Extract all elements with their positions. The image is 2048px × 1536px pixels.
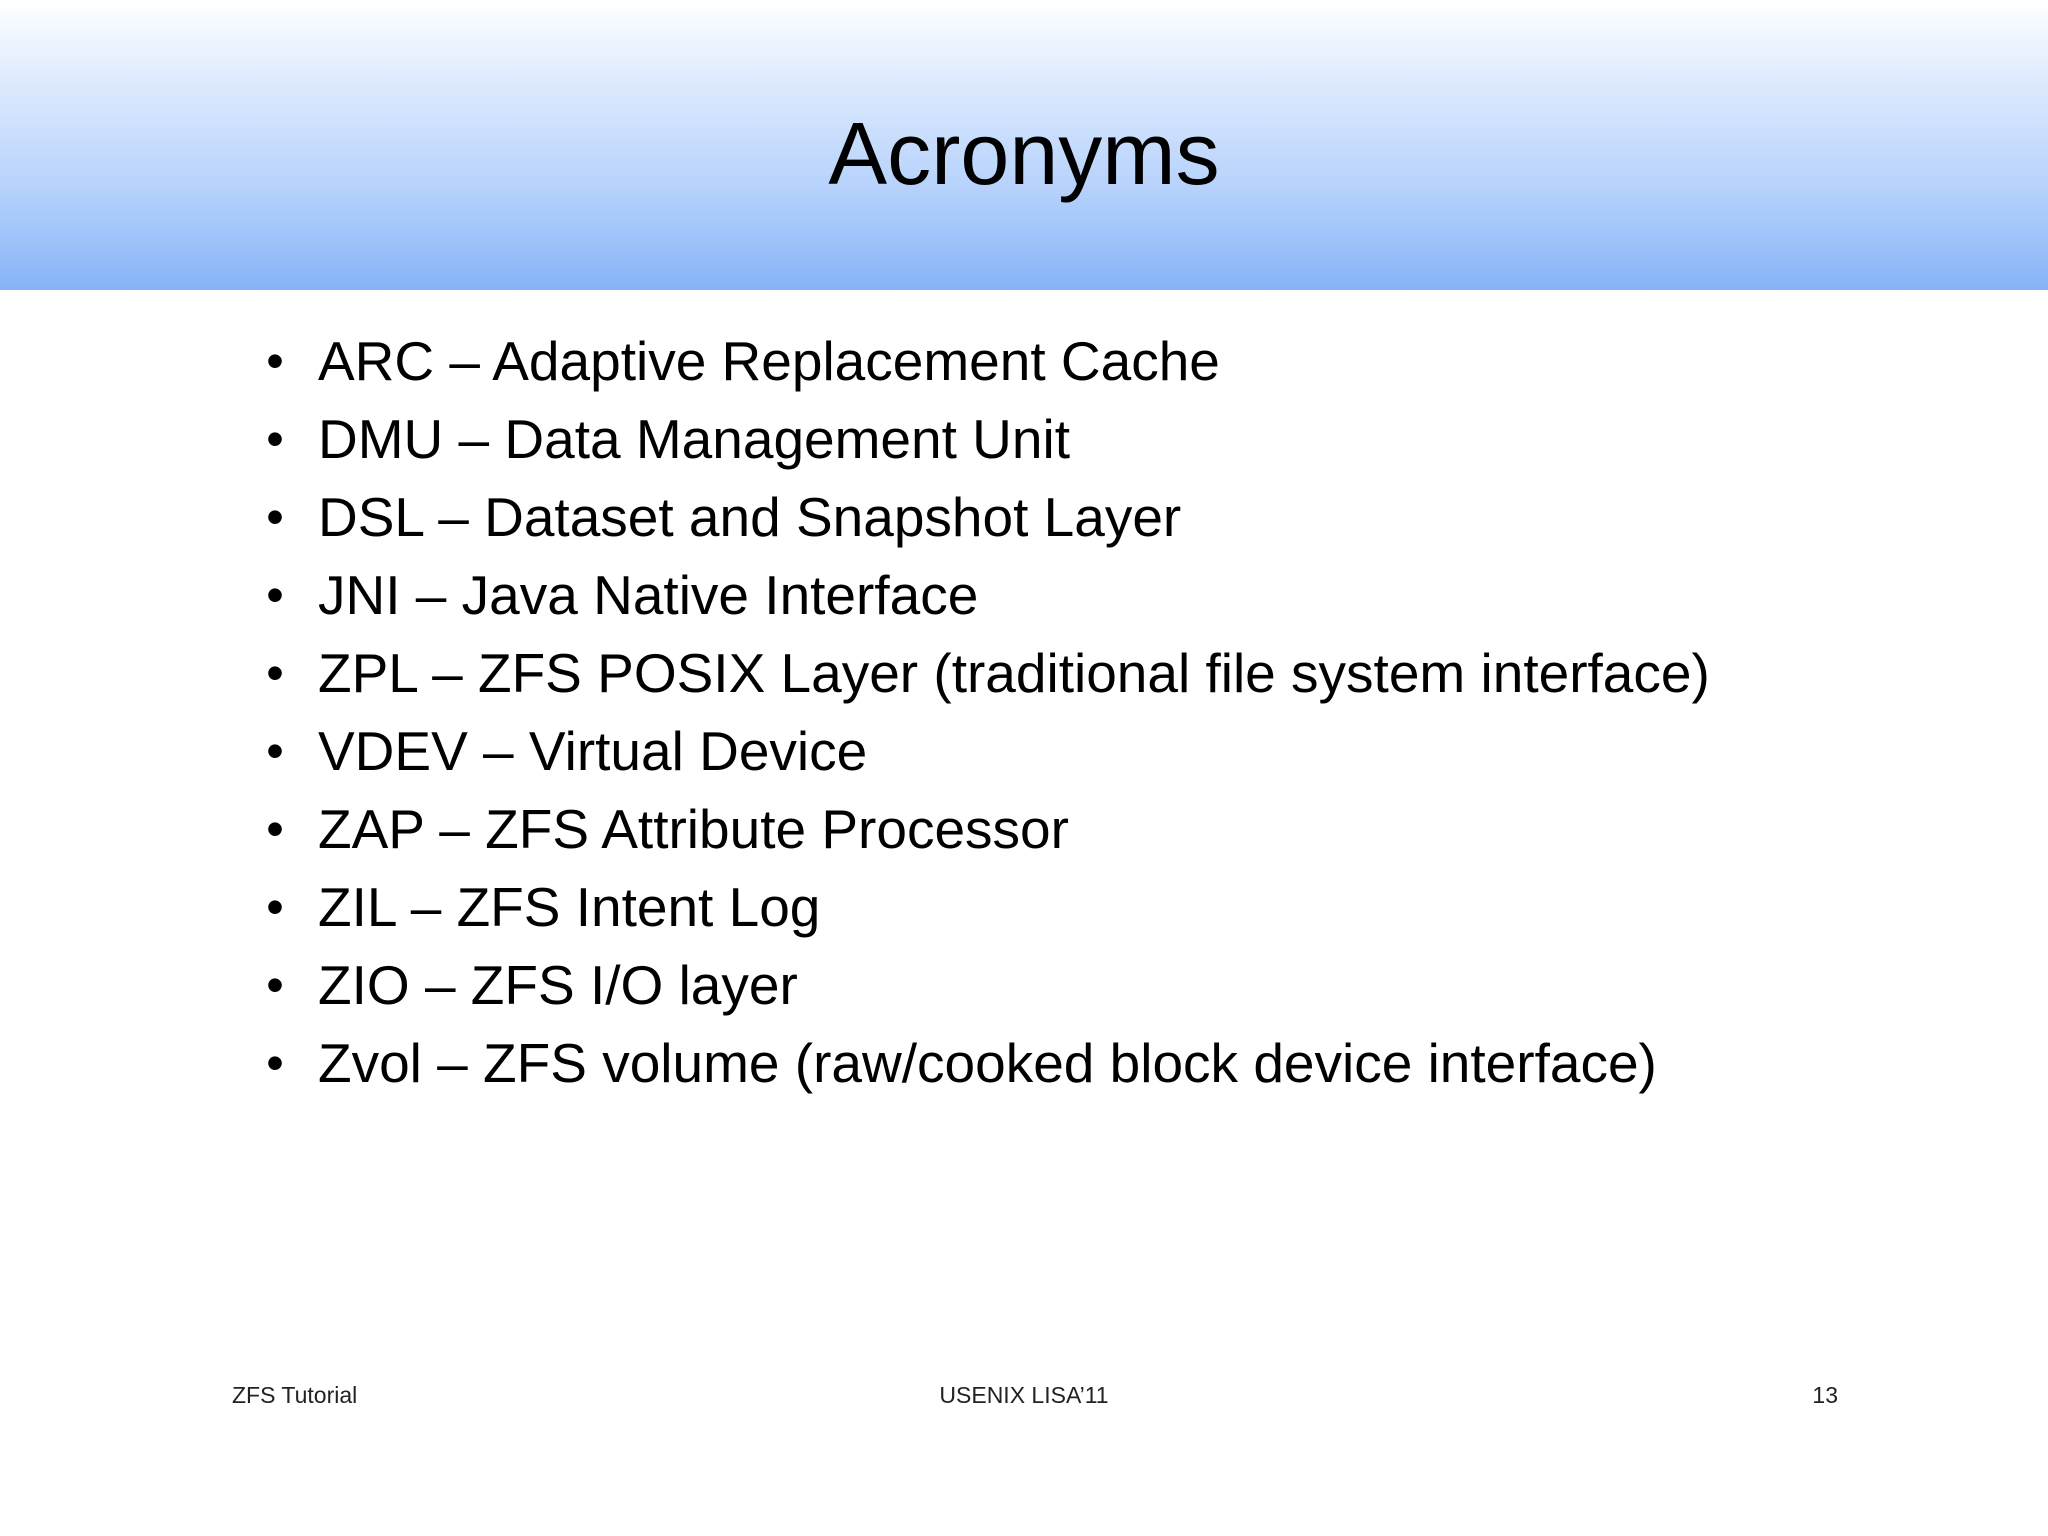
title-band	[0, 0, 2048, 290]
bullet-text: ZIO – ZFS I/O layer	[318, 954, 798, 1016]
list-item: • ZPL – ZFS POSIX Layer (traditional fil…	[254, 634, 1954, 712]
list-item: • DMU – Data Management Unit	[254, 400, 1954, 478]
slide-title: Acronyms	[828, 104, 1220, 203]
bullet-icon: •	[266, 489, 284, 545]
bullet-text: ARC – Adaptive Replacement Cache	[318, 330, 1220, 392]
list-item: • ZIO – ZFS I/O layer	[254, 946, 1954, 1024]
bullet-text: DSL – Dataset and Snapshot Layer	[318, 486, 1182, 548]
bullet-icon: •	[266, 1035, 284, 1091]
slide-number: 13	[1812, 1382, 1838, 1408]
bullet-icon: •	[266, 801, 284, 857]
footer-left-text: ZFS Tutorial	[232, 1382, 358, 1408]
bullet-text: Zvol – ZFS volume (raw/cooked block devi…	[318, 1032, 1657, 1094]
bullet-text: JNI – Java Native Interface	[318, 564, 979, 626]
bullet-text: DMU – Data Management Unit	[318, 408, 1070, 470]
bullet-text: ZAP – ZFS Attribute Processor	[318, 798, 1069, 860]
list-item: • ZIL – ZFS Intent Log	[254, 868, 1954, 946]
acronym-list: • ARC – Adaptive Replacement Cache • DMU…	[254, 322, 1954, 1102]
bullet-text: ZIL – ZFS Intent Log	[318, 876, 821, 938]
bullet-icon: •	[266, 957, 284, 1013]
list-item: • VDEV – Virtual Device	[254, 712, 1954, 790]
bullet-icon: •	[266, 333, 284, 389]
bullet-icon: •	[266, 411, 284, 467]
list-item: • JNI – Java Native Interface	[254, 556, 1954, 634]
bullet-icon: •	[266, 879, 284, 935]
bullet-text: ZPL – ZFS POSIX Layer (traditional file …	[318, 642, 1710, 704]
list-item: • ZAP – ZFS Attribute Processor	[254, 790, 1954, 868]
footer-center-text: USENIX LISA’11	[939, 1382, 1109, 1408]
list-item: • Zvol – ZFS volume (raw/cooked block de…	[254, 1024, 1954, 1102]
bullet-icon: •	[266, 723, 284, 779]
list-item: • DSL – Dataset and Snapshot Layer	[254, 478, 1954, 556]
bullet-icon: •	[266, 567, 284, 623]
bullet-text: VDEV – Virtual Device	[318, 720, 868, 782]
list-item: • ARC – Adaptive Replacement Cache	[254, 322, 1954, 400]
bullet-icon: •	[266, 645, 284, 701]
